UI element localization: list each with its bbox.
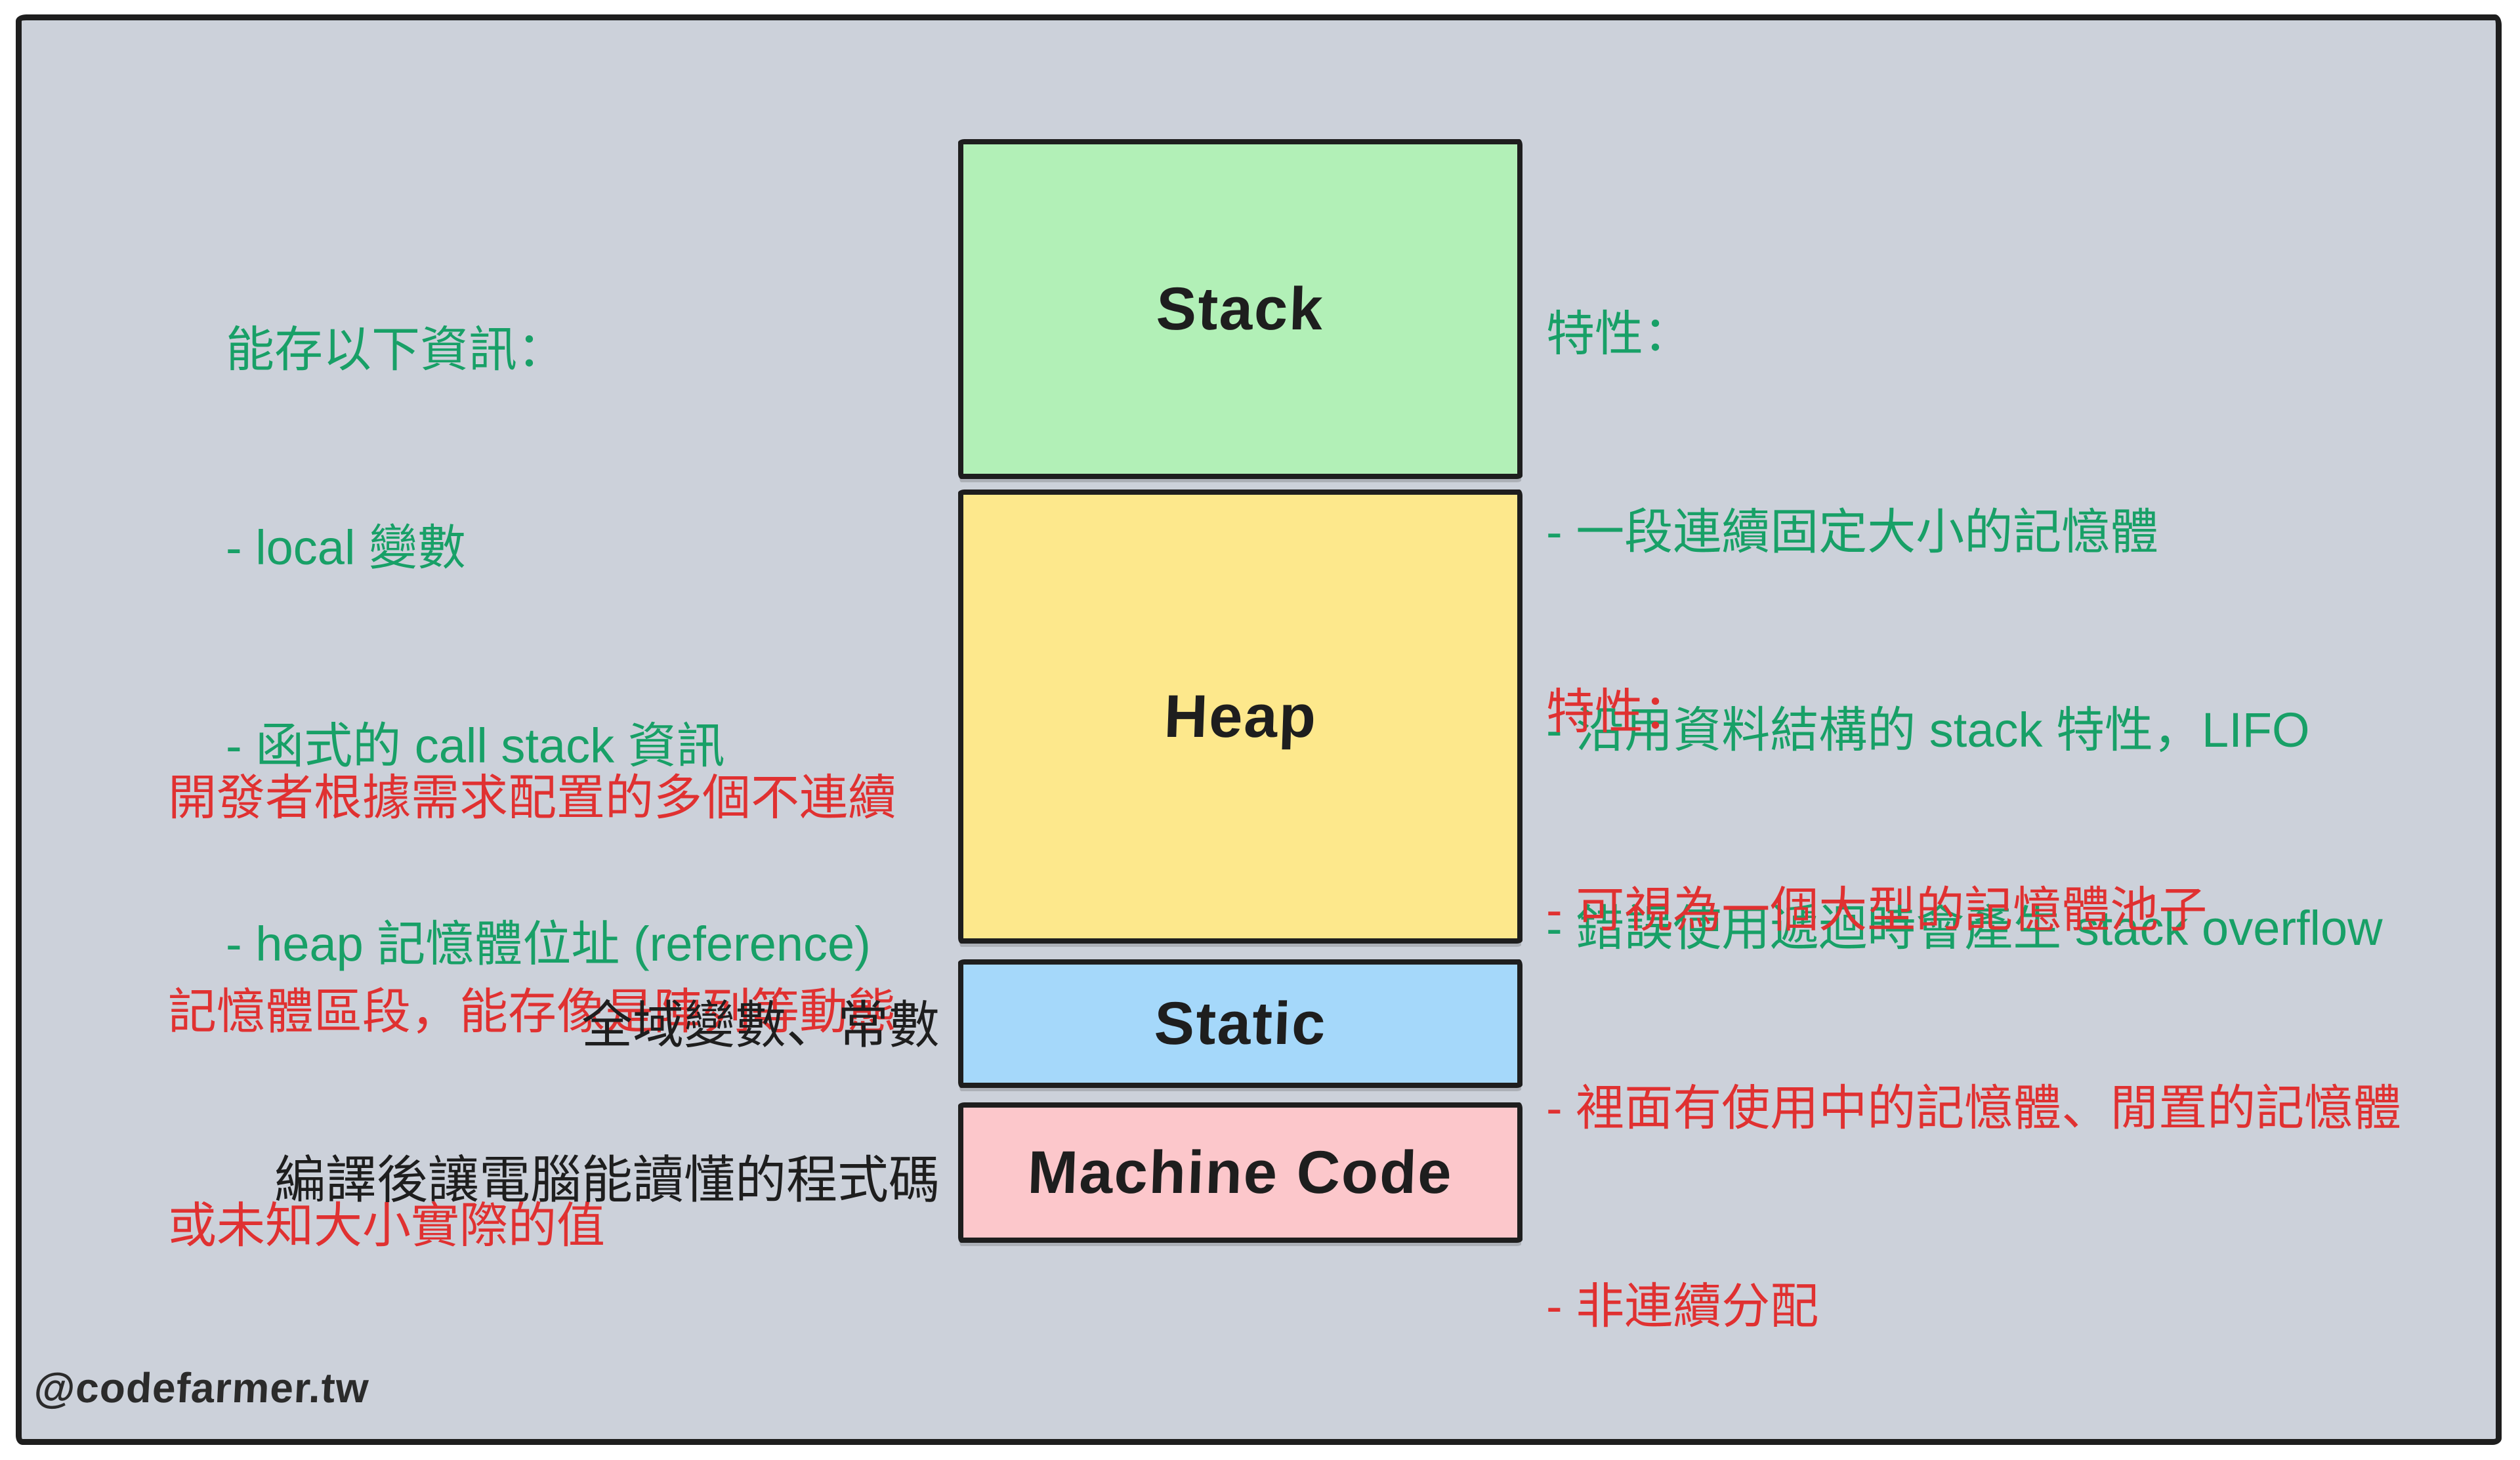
static-box: Static <box>958 959 1522 1088</box>
note-line: - 沿用資料結構的 stack 特性，LIFO <box>1546 703 2310 757</box>
note-line: 特性： <box>1546 306 1692 362</box>
note-line: 特性： <box>1546 684 1692 740</box>
note-line: 或未知大小實際的值 <box>168 1198 605 1253</box>
note-line: - local 變數 <box>226 520 466 575</box>
static-box-label: Static <box>1152 990 1328 1057</box>
note-line: - 一段連續固定大小的記憶體 <box>1546 505 2159 560</box>
stack-box: Stack <box>958 139 1522 479</box>
machine-code-box: Machine Code <box>958 1102 1522 1243</box>
note-line: - 非連續分配 <box>1546 1278 1819 1333</box>
heap-traits-note: 特性： - 可視為一個大型的記憶體池子 - 裡面有使用中的記憶體、閒置的記憶體 … <box>1546 547 2401 1460</box>
static-description-label: 全域變數、常數 <box>581 996 940 1054</box>
stack-traits-note: 特性： - 一段連續固定大小的記憶體 - 沿用資料結構的 stack 特性，LI… <box>1546 169 2383 1094</box>
note-line: - 可視為一個大型的記憶體池子 <box>1546 883 2208 938</box>
note-line: - heap 記憶體位址 (reference) <box>226 916 871 971</box>
note-line: - 裡面有使用中的記憶體、閒置的記憶體 <box>1546 1081 2402 1135</box>
note-line: 記憶體區段，能存像是陣列等動態 <box>168 984 896 1039</box>
note-line: - 函式的 call stack 資訊 <box>226 719 725 773</box>
heap-box: Heap <box>958 490 1522 944</box>
stack-box-label: Stack <box>1155 275 1326 343</box>
machine-code-box-label: Machine Code <box>1026 1138 1454 1206</box>
note-line: - 錯誤使用遞迴時會產生 stack overflow <box>1546 900 2383 955</box>
machine-code-description-label: 編譯後讓電腦能讀懂的程式碼 <box>274 1151 940 1209</box>
stack-stored-info-note: 能存以下資訊： - local 變數 - 函式的 call stack 資訊 -… <box>226 185 871 1110</box>
note-line: 能存以下資訊： <box>226 322 566 377</box>
watermark: @codefarmer.tw <box>33 1364 371 1411</box>
heap-box-label: Heap <box>1162 682 1318 750</box>
note-line: 開發者根據需求配置的多個不連續 <box>168 770 896 825</box>
heap-description-note: 開發者根據需求配置的多個不連續 記憶體區段，能存像是陣列等動態 或未知大小實際的… <box>168 619 896 1404</box>
